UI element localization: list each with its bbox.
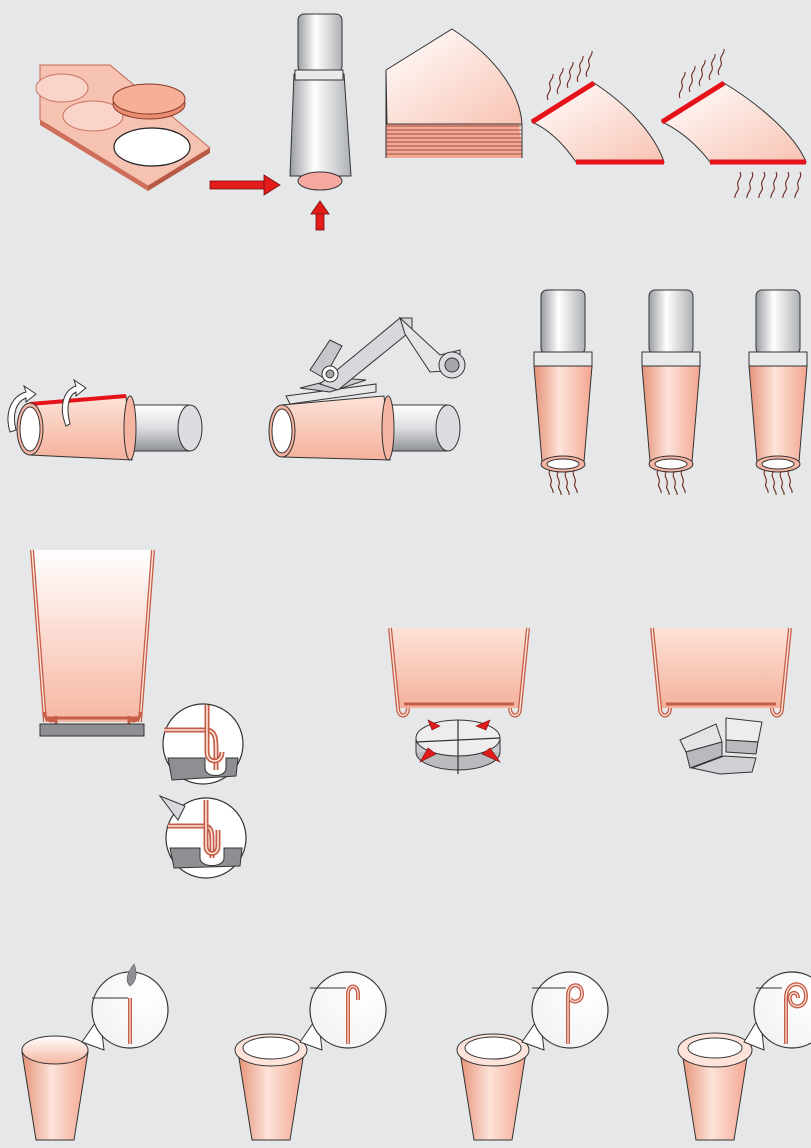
bottom-knurl-step-2	[652, 628, 790, 774]
arrow-icon	[210, 175, 280, 195]
bottom-fold-step	[32, 550, 246, 878]
bottom-disc-icon	[36, 65, 210, 191]
sidewall-wrap-step	[8, 318, 465, 460]
mandrel-icon	[534, 290, 592, 495]
bottom-heating-step	[534, 290, 807, 495]
glue-edge-icon	[662, 49, 806, 198]
sealing-jaw-icon	[269, 318, 465, 460]
bottom-knurl-step	[390, 628, 528, 774]
sidewall-blanks-step	[386, 29, 806, 198]
bottom-fold-icon	[390, 628, 528, 774]
sidewall-stack-icon	[386, 29, 522, 158]
bottom-fold-icon	[163, 704, 243, 784]
bottom-fold-icon	[160, 796, 246, 878]
curl-icon	[457, 972, 608, 1140]
bottom-punch-step	[36, 14, 351, 230]
curl-icon	[22, 964, 168, 1140]
bottom-fold-icon	[32, 550, 153, 736]
arrow-icon	[311, 201, 329, 230]
mandrel-icon	[642, 290, 700, 495]
mandrel-icon	[290, 14, 351, 190]
mandrel-icon	[749, 290, 807, 495]
glue-edge-icon	[532, 51, 664, 162]
rim-curl-step	[22, 964, 811, 1140]
bottom-fold-icon	[652, 628, 790, 774]
seam-roll-icon	[8, 380, 202, 460]
curl-icon	[678, 972, 811, 1140]
curl-icon	[235, 972, 386, 1140]
